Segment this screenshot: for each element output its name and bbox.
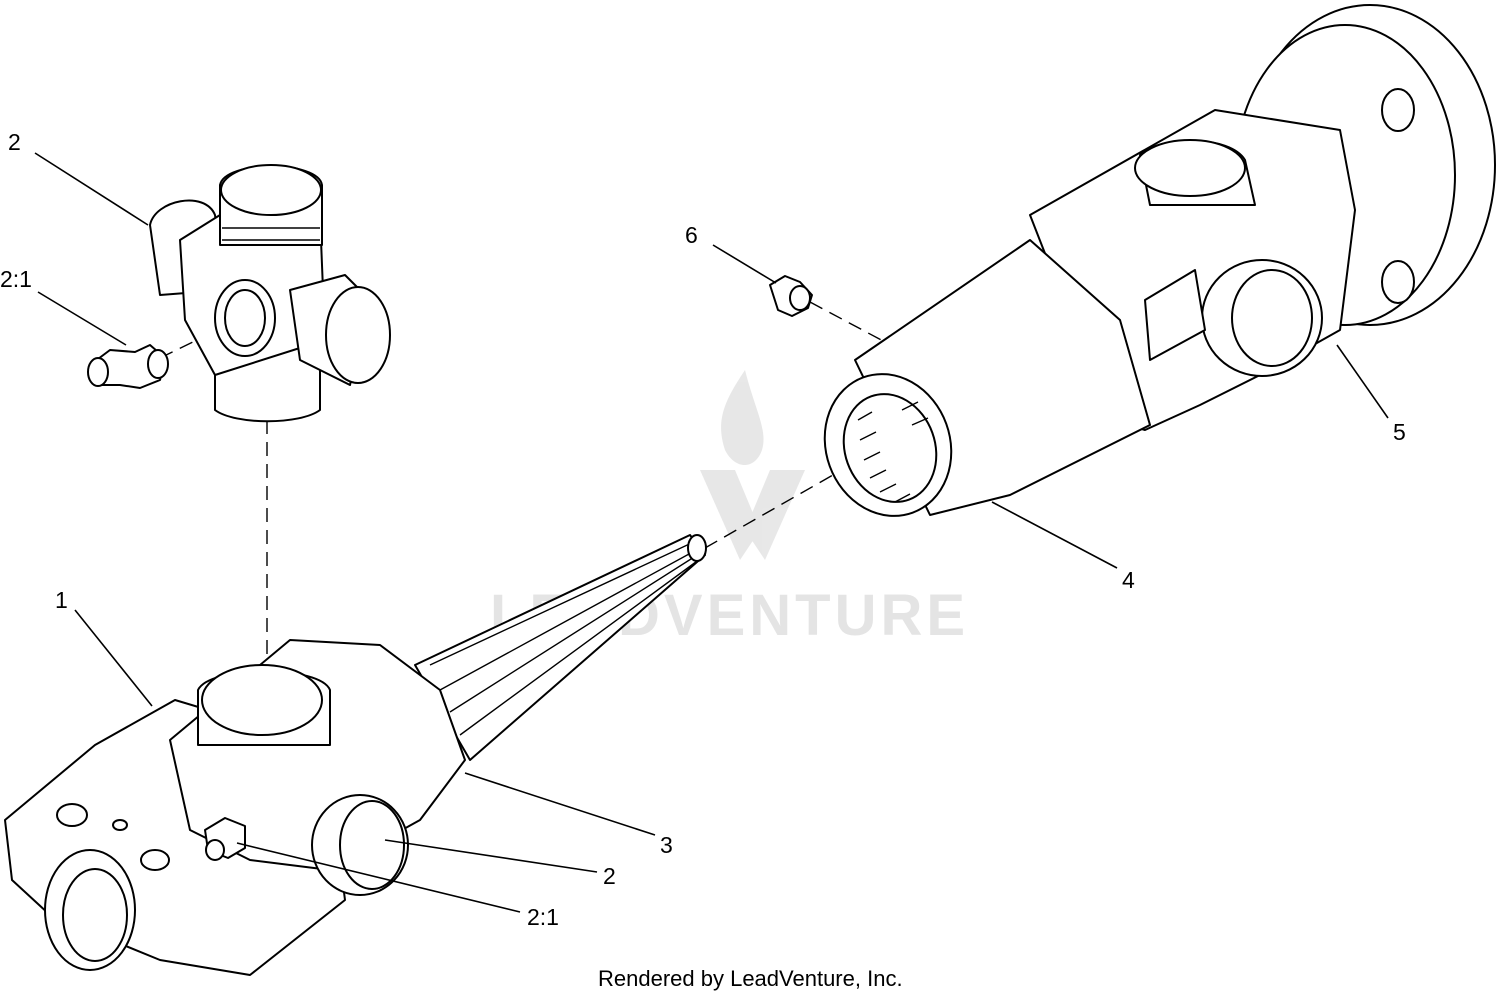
callout-3: 3 (660, 832, 673, 858)
leader-line-2-1-bottom (236, 842, 521, 913)
alignment-line-fitting-6 (809, 301, 886, 343)
leader-line-2-top (34, 152, 149, 226)
callout-6: 6 (685, 222, 698, 248)
callout-2-top: 2 (8, 129, 21, 155)
yoke-part-1 (4, 639, 466, 976)
callout-4: 4 (1122, 567, 1135, 593)
grease-fitting-part-2-1 (87, 344, 169, 389)
leader-line-1 (74, 609, 153, 707)
credit-text: Rendered by LeadVenture, Inc. (598, 966, 903, 991)
leader-line-2-1-top (37, 291, 127, 346)
callout-2-1-bottom: 2:1 (527, 904, 559, 930)
leader-line-5 (1336, 344, 1389, 419)
leader-line-4 (991, 501, 1118, 569)
watermark-logo-icon (700, 370, 805, 560)
grease-fitting-part-6 (769, 275, 813, 317)
leader-line-3 (464, 772, 656, 836)
callout-2-1-top: 2:1 (0, 266, 32, 292)
leader-line-6 (712, 244, 777, 284)
callout-2-bottom: 2 (603, 863, 616, 889)
leader-line-2-bottom (384, 839, 598, 873)
shaft-tube-part-4 (823, 109, 1356, 517)
cross-part-2 (149, 164, 391, 423)
callout-1: 1 (55, 587, 68, 613)
callout-5: 5 (1393, 419, 1406, 445)
